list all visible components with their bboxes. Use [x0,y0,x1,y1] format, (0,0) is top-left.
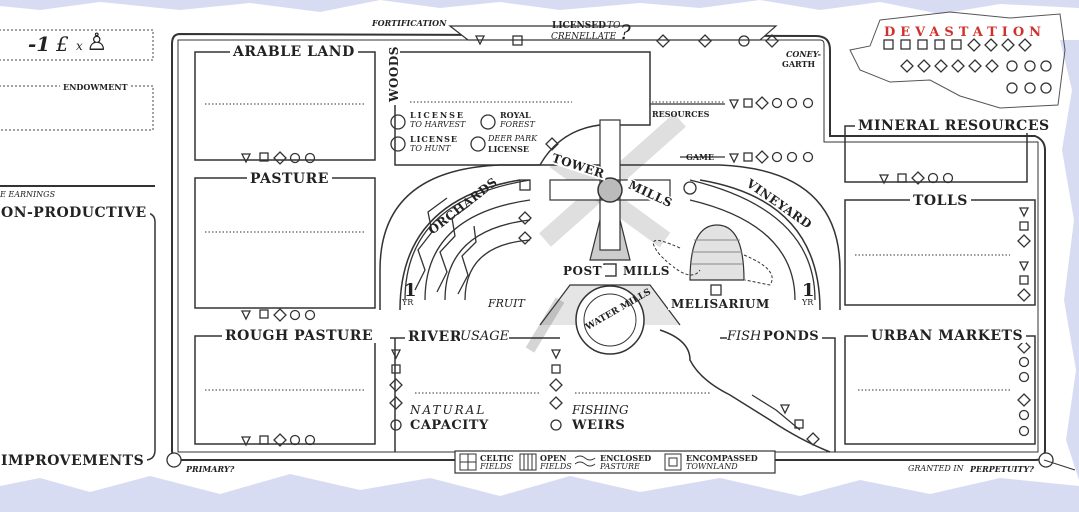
torn-edge-right [1060,40,1079,480]
times-label: x [76,39,83,53]
torn-edge-bottom [0,474,1079,512]
beehive-icon [652,224,773,296]
non-productive-label: ON-PRODUCTIVE [0,206,150,220]
post-label: POST [560,265,606,277]
legend-celtic-1: CELTIC [480,453,514,463]
licensed-to-label: TO [607,21,621,31]
tolls-box[interactable] [844,199,1036,306]
cost-box [0,29,154,61]
license-hunt-2: TO HUNT [410,144,451,153]
pawn-icon: ♙ [86,28,108,56]
legend-open-2: FIELDS [540,462,572,471]
legend-open-1: OPEN [540,453,567,463]
yr-left: YR [402,298,414,307]
royal-forest-2: FOREST [500,120,535,129]
post-mills-label: MILLS [620,265,673,277]
deer-park-1: DEER PARK [488,134,538,143]
windmill-icon [539,113,686,277]
license-harvest-2: TO HARVEST [410,120,466,129]
mineral-title: MINERAL RESOURCES [855,119,1053,133]
one-yr-right: 1 [802,280,815,301]
legend-celtic-2: FIELDS [480,462,512,471]
game-label: GAME [686,152,714,162]
ponds-label: PONDS [760,330,823,343]
torn-edge-top [0,0,1079,14]
melisarium-label: MELISARIUM [668,298,773,310]
cost-value: -1 [28,32,51,56]
granted-in-label: GRANTED IN [908,464,964,473]
endowment-box [0,85,154,131]
arable-land-box[interactable] [194,51,376,161]
weirs-label: WEIRS [572,418,626,433]
fortification-label: FORTIFICATION [372,18,447,28]
fruit-label: FRUIT [488,297,525,310]
royal-forest-1: ROYAL [500,110,531,120]
urban-markets-title: URBAN MARKETS [868,329,1027,343]
yr-right: YR [802,298,814,307]
river-title: RIVER [405,330,465,344]
licensed-label: LICENSED [552,21,606,31]
earnings-label: E EARNINGS [0,190,56,199]
legend-encompassed-1: ENCOMPASSED [686,453,758,463]
license-hunt-1: LICENSE [410,134,459,144]
legend-enclosed-2: PASTURE [600,462,640,471]
one-yr-left: 1 [404,280,417,301]
improvements-label: IMPROVEMENTS [0,454,148,468]
legend-enclosed-1: ENCLOSED [600,453,652,463]
devastation-title: DEVASTATION [884,25,1047,40]
resources-label: RESOURCES [652,109,710,119]
natural-label: NATURAL [410,403,487,417]
primary-label: PRIMARY? [186,464,235,474]
woods-title: WOODS [387,43,401,105]
rough-pasture-box[interactable] [194,335,376,445]
crenellate-question: ? [620,20,631,44]
devastation-track[interactable] [883,38,1052,94]
legend-box [454,450,776,474]
legend-encompassed-2: TOWNLAND [686,462,738,471]
vineyard-fan[interactable] [683,179,816,301]
crenellate-label: CRENELLATE [551,32,617,42]
perpetuity-label: PERPETUITY? [970,464,1034,474]
coney-garth-label-1: CONEY- [786,49,821,59]
tolls-title: TOLLS [910,194,971,208]
mineral-box[interactable] [844,125,1028,183]
endowment-label: ENDOWMENT [60,83,131,91]
pound-icon: £ [56,32,69,56]
capacity-label: CAPACITY [410,418,489,433]
fortification-track [448,25,778,41]
coney-garth-label-2: GARTH [782,59,816,69]
devastation-border [849,11,1066,109]
water-mill-icon [525,284,681,355]
fish-label: FISH [727,329,762,344]
pasture-title: PASTURE [247,172,332,186]
orchards-fan[interactable] [404,179,532,301]
pasture-box[interactable] [194,177,376,309]
license-harvest-1: LICENSE [410,110,466,120]
rough-pasture-title: ROUGH PASTURE [222,329,377,343]
fishing-label: FISHING [572,403,629,417]
arable-land-title: ARABLE LAND [230,45,358,59]
deer-park-2: LICENSE [488,144,530,154]
river-usage: USAGE [460,329,510,344]
